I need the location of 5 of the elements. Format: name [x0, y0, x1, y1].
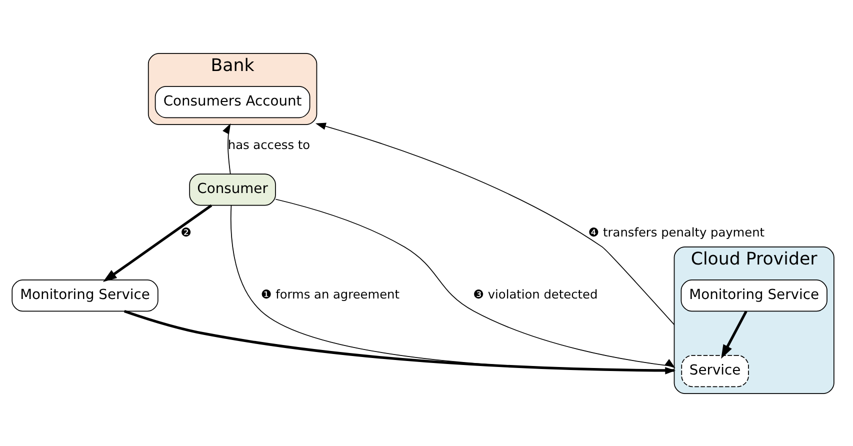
edge-label: ❸ violation detected	[473, 287, 598, 302]
edge-label: ❷	[180, 225, 192, 240]
edge-label: has access to	[228, 138, 310, 152]
edge-label: ❶ forms an agreement	[260, 287, 400, 302]
edge-label: ❹ transfers penalty payment	[588, 225, 765, 240]
